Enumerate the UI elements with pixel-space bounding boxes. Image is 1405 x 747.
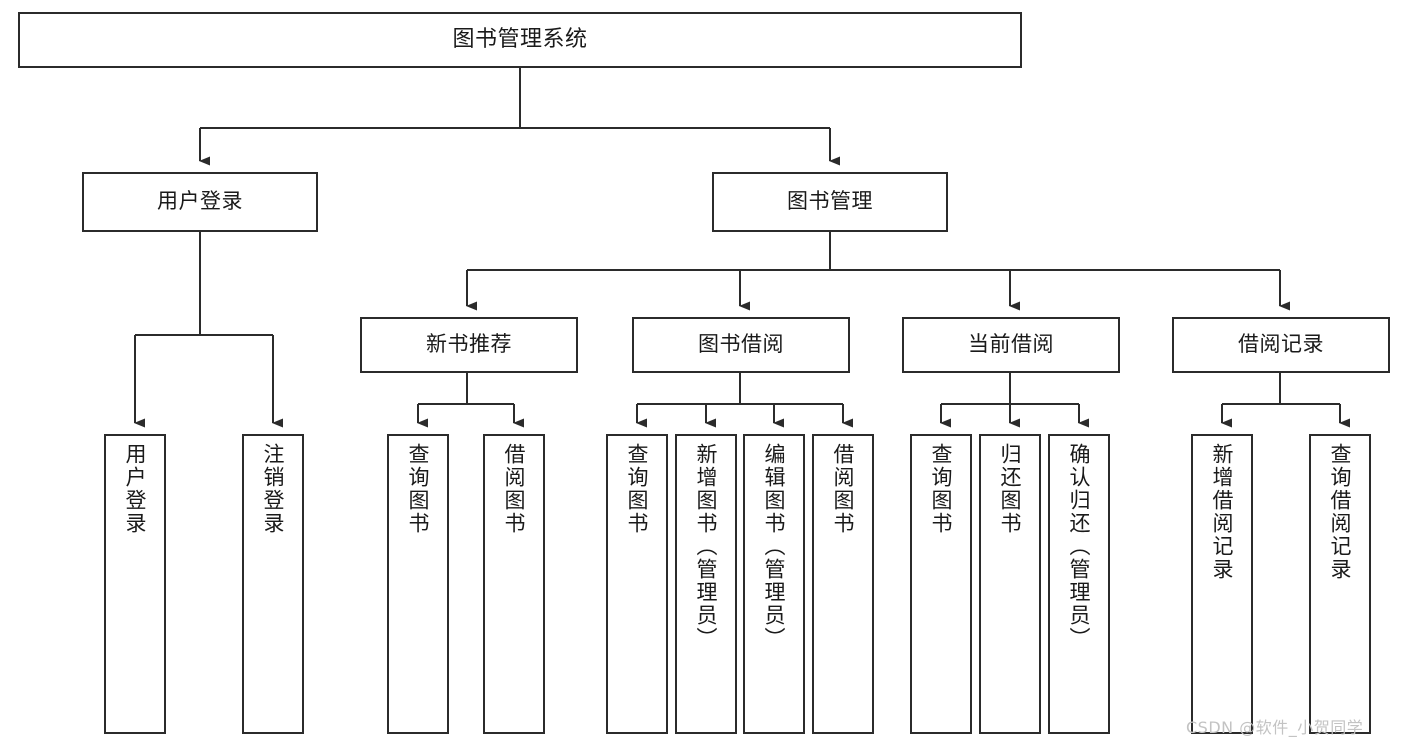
node-label: 查询图书 (406, 443, 431, 535)
node-label: 借阅记录 (1238, 332, 1324, 357)
node-label: 新增借阅记录 (1210, 443, 1235, 581)
node-label: 查询借阅记录 (1328, 443, 1353, 581)
node-label: 借阅图书 (831, 443, 856, 535)
node-label: 注销登录 (261, 443, 286, 535)
node-label: 归还图书 (998, 443, 1023, 535)
node-label: 图书管理 (787, 189, 873, 214)
leaf-add-book-admin[interactable]: 新增图书（管理员） (675, 434, 737, 734)
leaf-query-book-current[interactable]: 查询图书 (910, 434, 972, 734)
node-root-system[interactable]: 图书管理系统 (18, 12, 1022, 68)
leaf-edit-book-admin[interactable]: 编辑图书（管理员） (743, 434, 805, 734)
leaf-borrow-book[interactable]: 借阅图书 (812, 434, 874, 734)
node-label: 借阅图书 (502, 443, 527, 535)
leaf-query-book-rec[interactable]: 查询图书 (387, 434, 449, 734)
csdn-watermark: CSDN @软件_小贺同学 (1186, 718, 1364, 737)
node-label: 查询图书 (929, 443, 954, 535)
node-book-manage[interactable]: 图书管理 (712, 172, 948, 232)
node-book-borrow[interactable]: 图书借阅 (632, 317, 850, 373)
leaf-return-book[interactable]: 归还图书 (979, 434, 1041, 734)
node-label: 用户登录 (157, 189, 243, 214)
node-label: 新书推荐 (426, 332, 512, 357)
leaf-add-borrow-record[interactable]: 新增借阅记录 (1191, 434, 1253, 734)
leaf-confirm-return-admin[interactable]: 确认归还（管理员） (1048, 434, 1110, 734)
node-label: 图书管理系统 (452, 26, 588, 52)
node-label: 编辑图书（管理员） (762, 443, 787, 650)
node-label: 新增图书（管理员） (694, 443, 719, 650)
leaf-query-borrow-record[interactable]: 查询借阅记录 (1309, 434, 1371, 734)
node-borrow-record[interactable]: 借阅记录 (1172, 317, 1390, 373)
node-label: 当前借阅 (968, 332, 1054, 357)
leaf-logout[interactable]: 注销登录 (242, 434, 304, 734)
node-label: 图书借阅 (698, 332, 784, 357)
node-current-borrow[interactable]: 当前借阅 (902, 317, 1120, 373)
node-label: 用户登录 (123, 443, 148, 535)
node-user-login[interactable]: 用户登录 (82, 172, 318, 232)
node-label: 查询图书 (625, 443, 650, 535)
leaf-user-login[interactable]: 用户登录 (104, 434, 166, 734)
leaf-query-book-borrow[interactable]: 查询图书 (606, 434, 668, 734)
leaf-borrow-book-rec[interactable]: 借阅图书 (483, 434, 545, 734)
node-label: 确认归还（管理员） (1067, 443, 1092, 650)
node-new-book-rec[interactable]: 新书推荐 (360, 317, 578, 373)
